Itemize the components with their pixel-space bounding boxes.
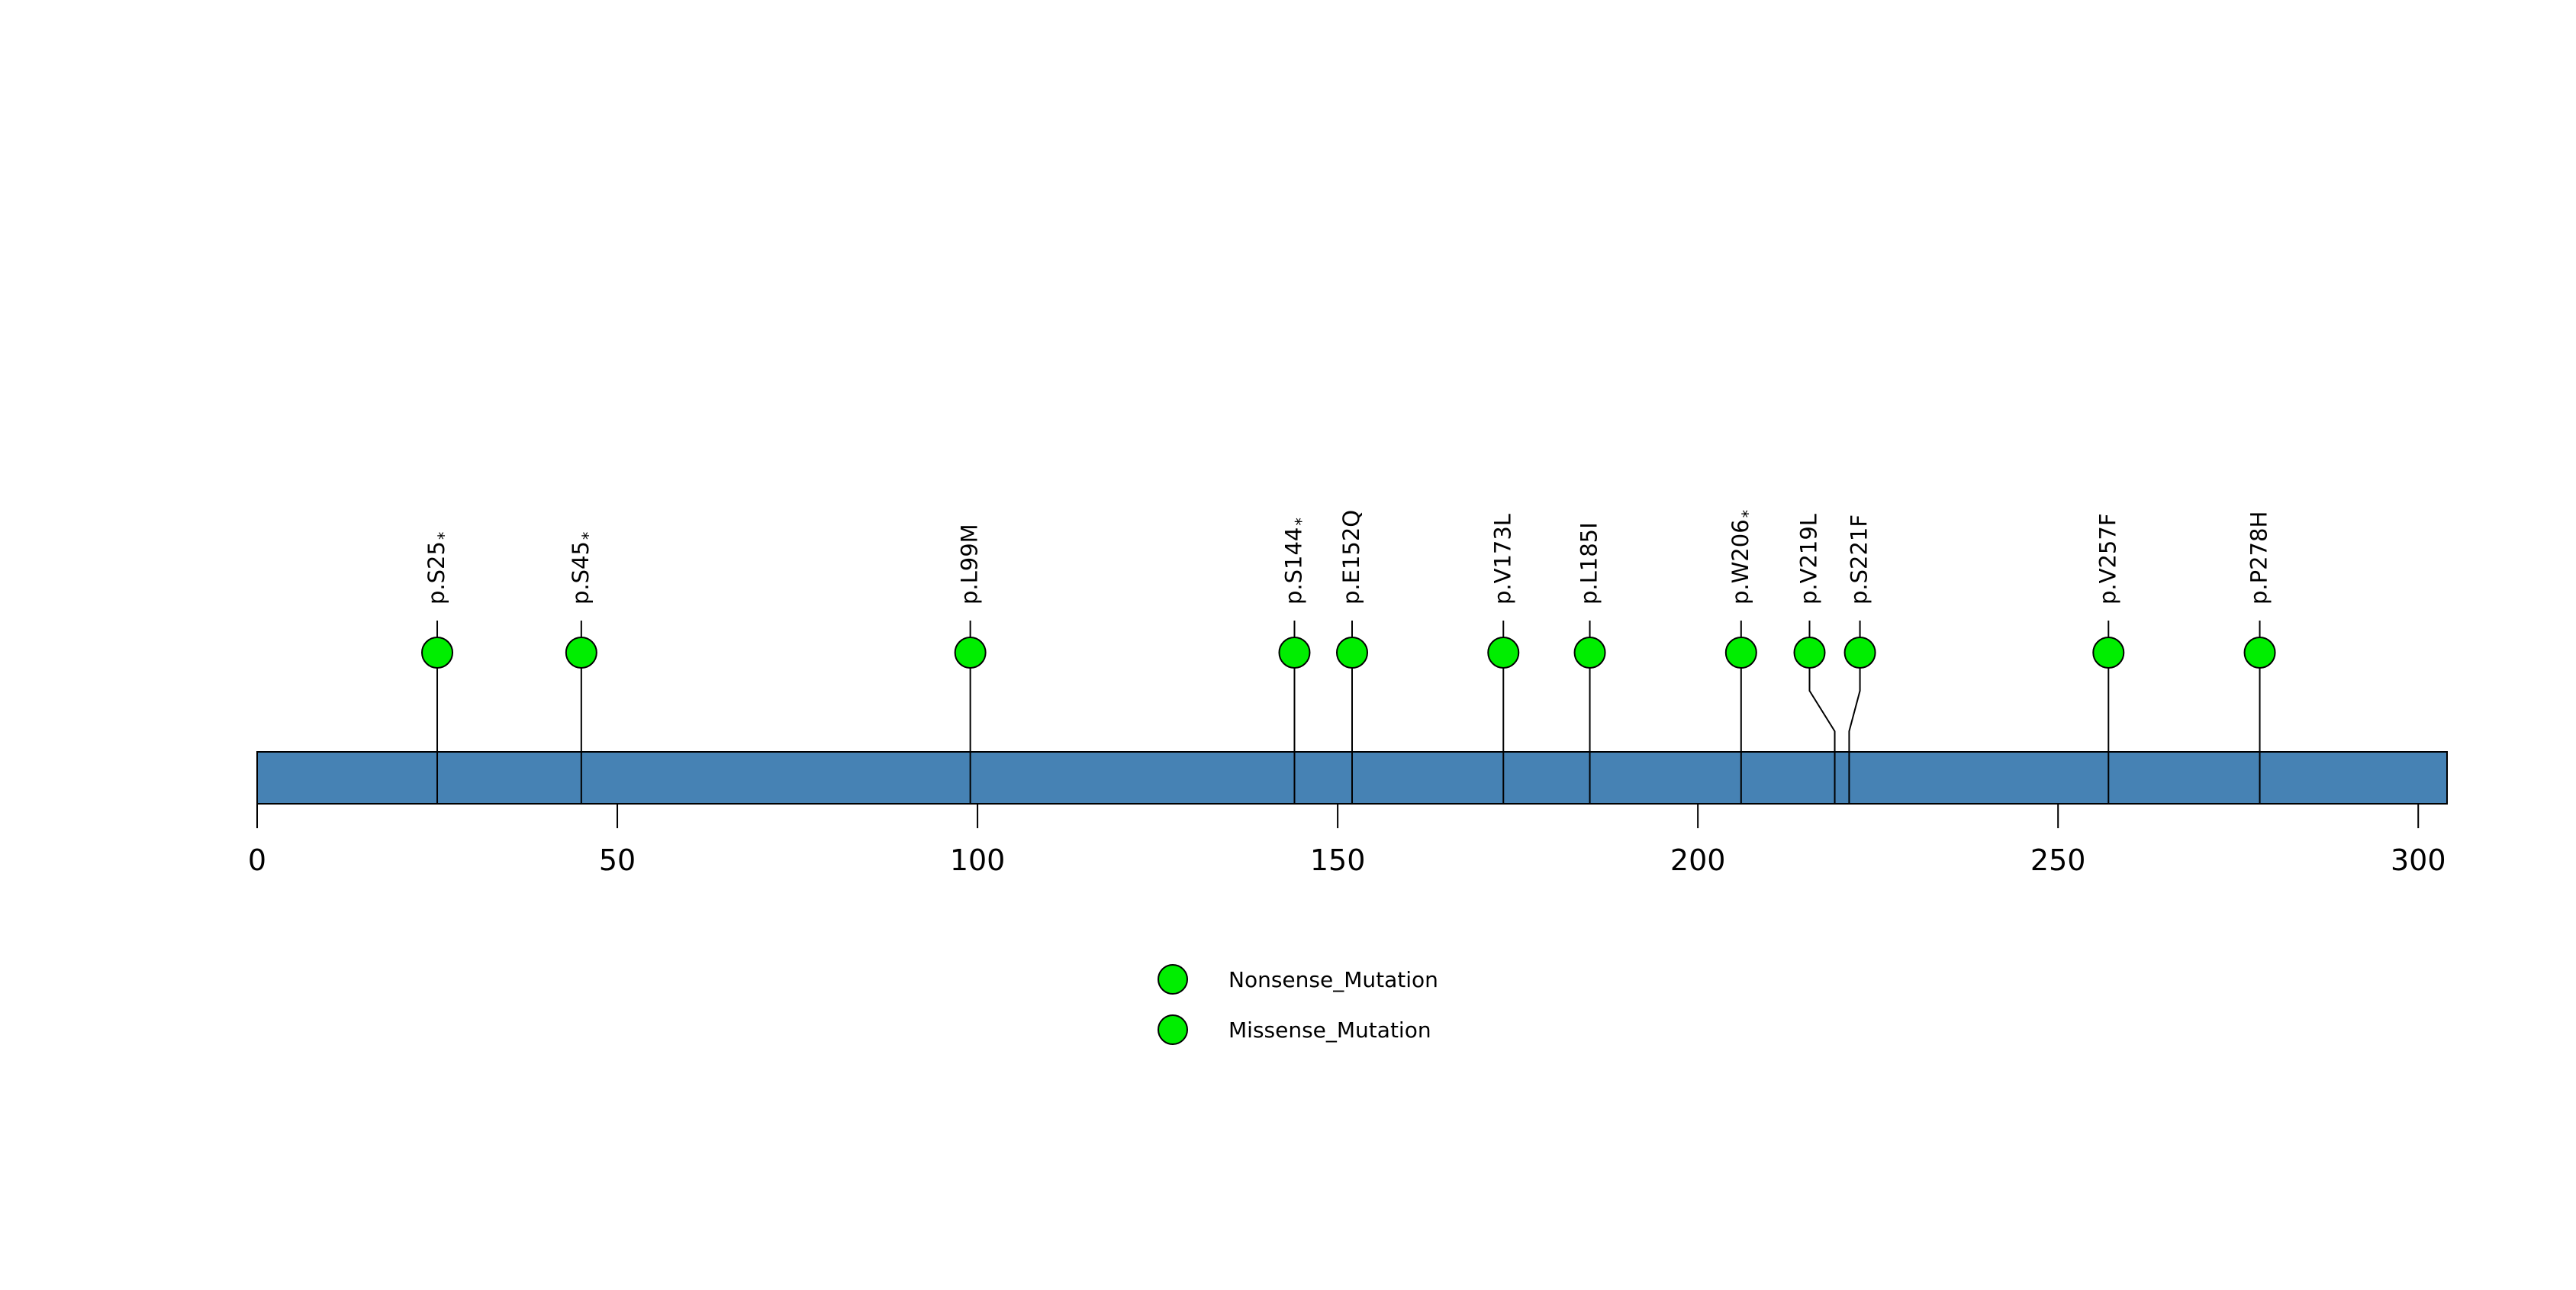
mutation-label: p.V219L bbox=[1795, 514, 1821, 605]
x-axis: 0 50 100 150 200 250 300 bbox=[248, 804, 2446, 877]
mutation-label-text: p.L185I bbox=[1576, 522, 1602, 605]
axis-tick-label: 200 bbox=[1670, 843, 1726, 877]
mutation-label-text: p.V173L bbox=[1489, 514, 1515, 605]
axis-tick-label: 300 bbox=[2391, 843, 2446, 877]
lollipop-circle bbox=[954, 637, 987, 669]
mutation-label-text: p.S45 bbox=[568, 541, 594, 605]
legend-label-nonsense: Nonsense_Mutation bbox=[1228, 967, 1438, 992]
axis-tick-label: 100 bbox=[950, 843, 1006, 877]
mutation-label-text: p.L99M bbox=[957, 524, 983, 605]
mutation-label-asterisk: * bbox=[435, 532, 453, 540]
lollipop-circle bbox=[1724, 637, 1757, 669]
lollipop-circle bbox=[2243, 637, 2276, 669]
lollipop-circle bbox=[2092, 637, 2125, 669]
mutation-label: p.V257F bbox=[2095, 514, 2120, 605]
lollipop-circles bbox=[421, 637, 2276, 669]
mutation-label: p.V173L bbox=[1489, 514, 1515, 605]
mutation-label: p.S25* bbox=[423, 532, 453, 605]
lollipop-circle bbox=[1336, 637, 1368, 669]
axis-tick-label: 50 bbox=[599, 843, 636, 877]
lollipop-circle bbox=[565, 637, 597, 669]
mutation-label: p.S45* bbox=[568, 532, 597, 605]
mutation-label-text: p.V219L bbox=[1795, 514, 1821, 605]
mutation-label: p.E152Q bbox=[1338, 510, 1364, 605]
mutation-label: p.S221F bbox=[1847, 514, 1872, 605]
mutation-label-text: p.W206 bbox=[1728, 519, 1753, 605]
lollipop-circle bbox=[1843, 637, 1876, 669]
lollipop-circle bbox=[1487, 637, 1520, 669]
mutation-label: p.L185I bbox=[1576, 522, 1602, 605]
legend-swatch-nonsense bbox=[1158, 964, 1188, 995]
legend: Nonsense_Mutation Missense_Mutation bbox=[1158, 964, 1438, 1045]
legend-swatch-missense bbox=[1158, 1014, 1188, 1045]
lollipop-circle bbox=[1278, 637, 1311, 669]
mutation-label-asterisk: * bbox=[1739, 510, 1757, 518]
lollipop-circle bbox=[1793, 637, 1826, 669]
axis-tick-label: 250 bbox=[2030, 843, 2086, 877]
axis-tick-label: 0 bbox=[248, 843, 266, 877]
mutation-label-text: p.S221F bbox=[1847, 514, 1872, 605]
mutation-label-text: p.S144 bbox=[1280, 527, 1306, 605]
mutation-label: p.W206* bbox=[1728, 510, 1757, 605]
mutation-label-text: p.P278H bbox=[2246, 511, 2272, 605]
lollipop-circle bbox=[421, 637, 454, 669]
lollipop-circle bbox=[1573, 637, 1606, 669]
mutation-label-text: p.E152Q bbox=[1338, 510, 1364, 605]
mutation-label: p.L99M bbox=[957, 524, 983, 605]
mutation-label-text: p.S25 bbox=[423, 541, 449, 605]
mutation-label-asterisk: * bbox=[579, 532, 597, 540]
axis-tick-label: 150 bbox=[1310, 843, 1366, 877]
legend-label-missense: Missense_Mutation bbox=[1228, 1017, 1431, 1043]
mutation-label: p.S144* bbox=[1280, 518, 1310, 605]
mutation-label-asterisk: * bbox=[1292, 518, 1310, 526]
mutation-label-text: p.V257F bbox=[2095, 514, 2120, 605]
mutation-label: p.P278H bbox=[2246, 511, 2272, 605]
